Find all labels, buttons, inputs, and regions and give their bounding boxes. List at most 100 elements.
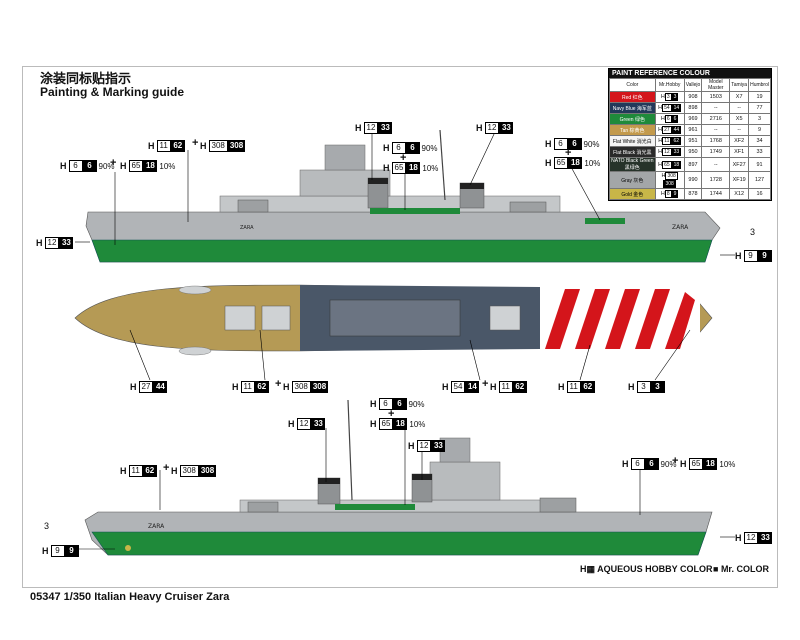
col-vallejo: Vallejo: [683, 78, 703, 92]
cell-vallejo: 950: [683, 146, 703, 158]
color-swatch: Red 红色: [609, 91, 656, 103]
cell-humbrol: 3: [748, 113, 771, 125]
cell-humbrol: 77: [748, 102, 771, 114]
label-three-upper: 3: [750, 227, 756, 237]
cell-tamiya: XF2: [729, 135, 750, 147]
lower-side-view: [84, 399, 713, 556]
plus-sign: +: [482, 378, 489, 390]
cell-tamiya: --: [729, 124, 750, 136]
plus-sign: +: [672, 455, 679, 467]
cell-vallejo: 898: [683, 102, 703, 114]
cell-mm: 1503: [701, 91, 731, 103]
col-color: Color: [609, 78, 656, 92]
cell-mm: --: [701, 124, 731, 136]
product-title: 05347 1/350 Italian Heavy Cruiser Zara: [30, 591, 230, 603]
cell-tamiya: X7: [729, 91, 750, 103]
cell-tamiya: X12: [729, 188, 750, 200]
plus-sign: +: [192, 137, 199, 149]
plus-sign: +: [400, 152, 407, 164]
color-swatch: Gray 灰色: [609, 171, 656, 189]
upper-side-view: [85, 129, 721, 263]
cell-mm: 1768: [701, 135, 731, 147]
plus-sign: +: [275, 378, 282, 390]
plus-sign: +: [565, 147, 572, 159]
ship-name-upper: ZARA: [672, 224, 689, 231]
color-swatch: Flat White 消光白: [609, 135, 656, 147]
plus-sign: +: [110, 157, 117, 169]
page-frame: [22, 66, 778, 588]
cell-tamiya: XF19: [729, 171, 750, 189]
cell-vallejo: 969: [683, 113, 703, 125]
cell-vallejo: 897: [683, 157, 703, 172]
color-swatch: Green 绿色: [609, 113, 656, 125]
cell-humbrol: 127: [748, 171, 771, 189]
cell-mm: --: [701, 157, 731, 172]
cell-humbrol: 33: [748, 146, 771, 158]
ship-name-top: ZARA: [240, 225, 254, 231]
page-title-en: Painting & Marking guide: [40, 85, 185, 99]
cell-tamiya: X5: [729, 113, 750, 125]
col-humbrol: Humbrol: [748, 78, 771, 92]
cell-vallejo: 908: [683, 91, 703, 103]
color-swatch: NATO Black Green 黑绿色: [609, 157, 656, 172]
color-swatch: Navy Blue 海军蓝: [609, 102, 656, 114]
plus-sign: +: [163, 462, 170, 474]
cell-vallejo: 878: [683, 188, 703, 200]
cell-mm: 1744: [701, 188, 731, 200]
cell-mm: 2716: [701, 113, 731, 125]
page-title-cn: 涂装同标贴指示: [40, 71, 132, 86]
color-swatch: Flat Black 消光黑: [609, 146, 656, 158]
cell-humbrol: 34: [748, 135, 771, 147]
col-mrhobby: Mr.Hobby: [654, 78, 685, 92]
cell-humbrol: 91: [748, 157, 771, 172]
cell-humbrol: 9: [748, 124, 771, 136]
cell-tamiya: XF27: [729, 157, 750, 172]
color-swatch: Gold 金色: [609, 188, 656, 200]
col-tamiya: Tamiya: [729, 78, 750, 92]
legend-aqueous: H▦ AQUEOUS HOBBY COLOR: [580, 564, 713, 574]
top-view: [74, 284, 713, 356]
ship-name-lower: ZARA: [148, 523, 165, 530]
cell-mm: 1728: [701, 171, 731, 189]
leader-lines: [75, 131, 735, 550]
